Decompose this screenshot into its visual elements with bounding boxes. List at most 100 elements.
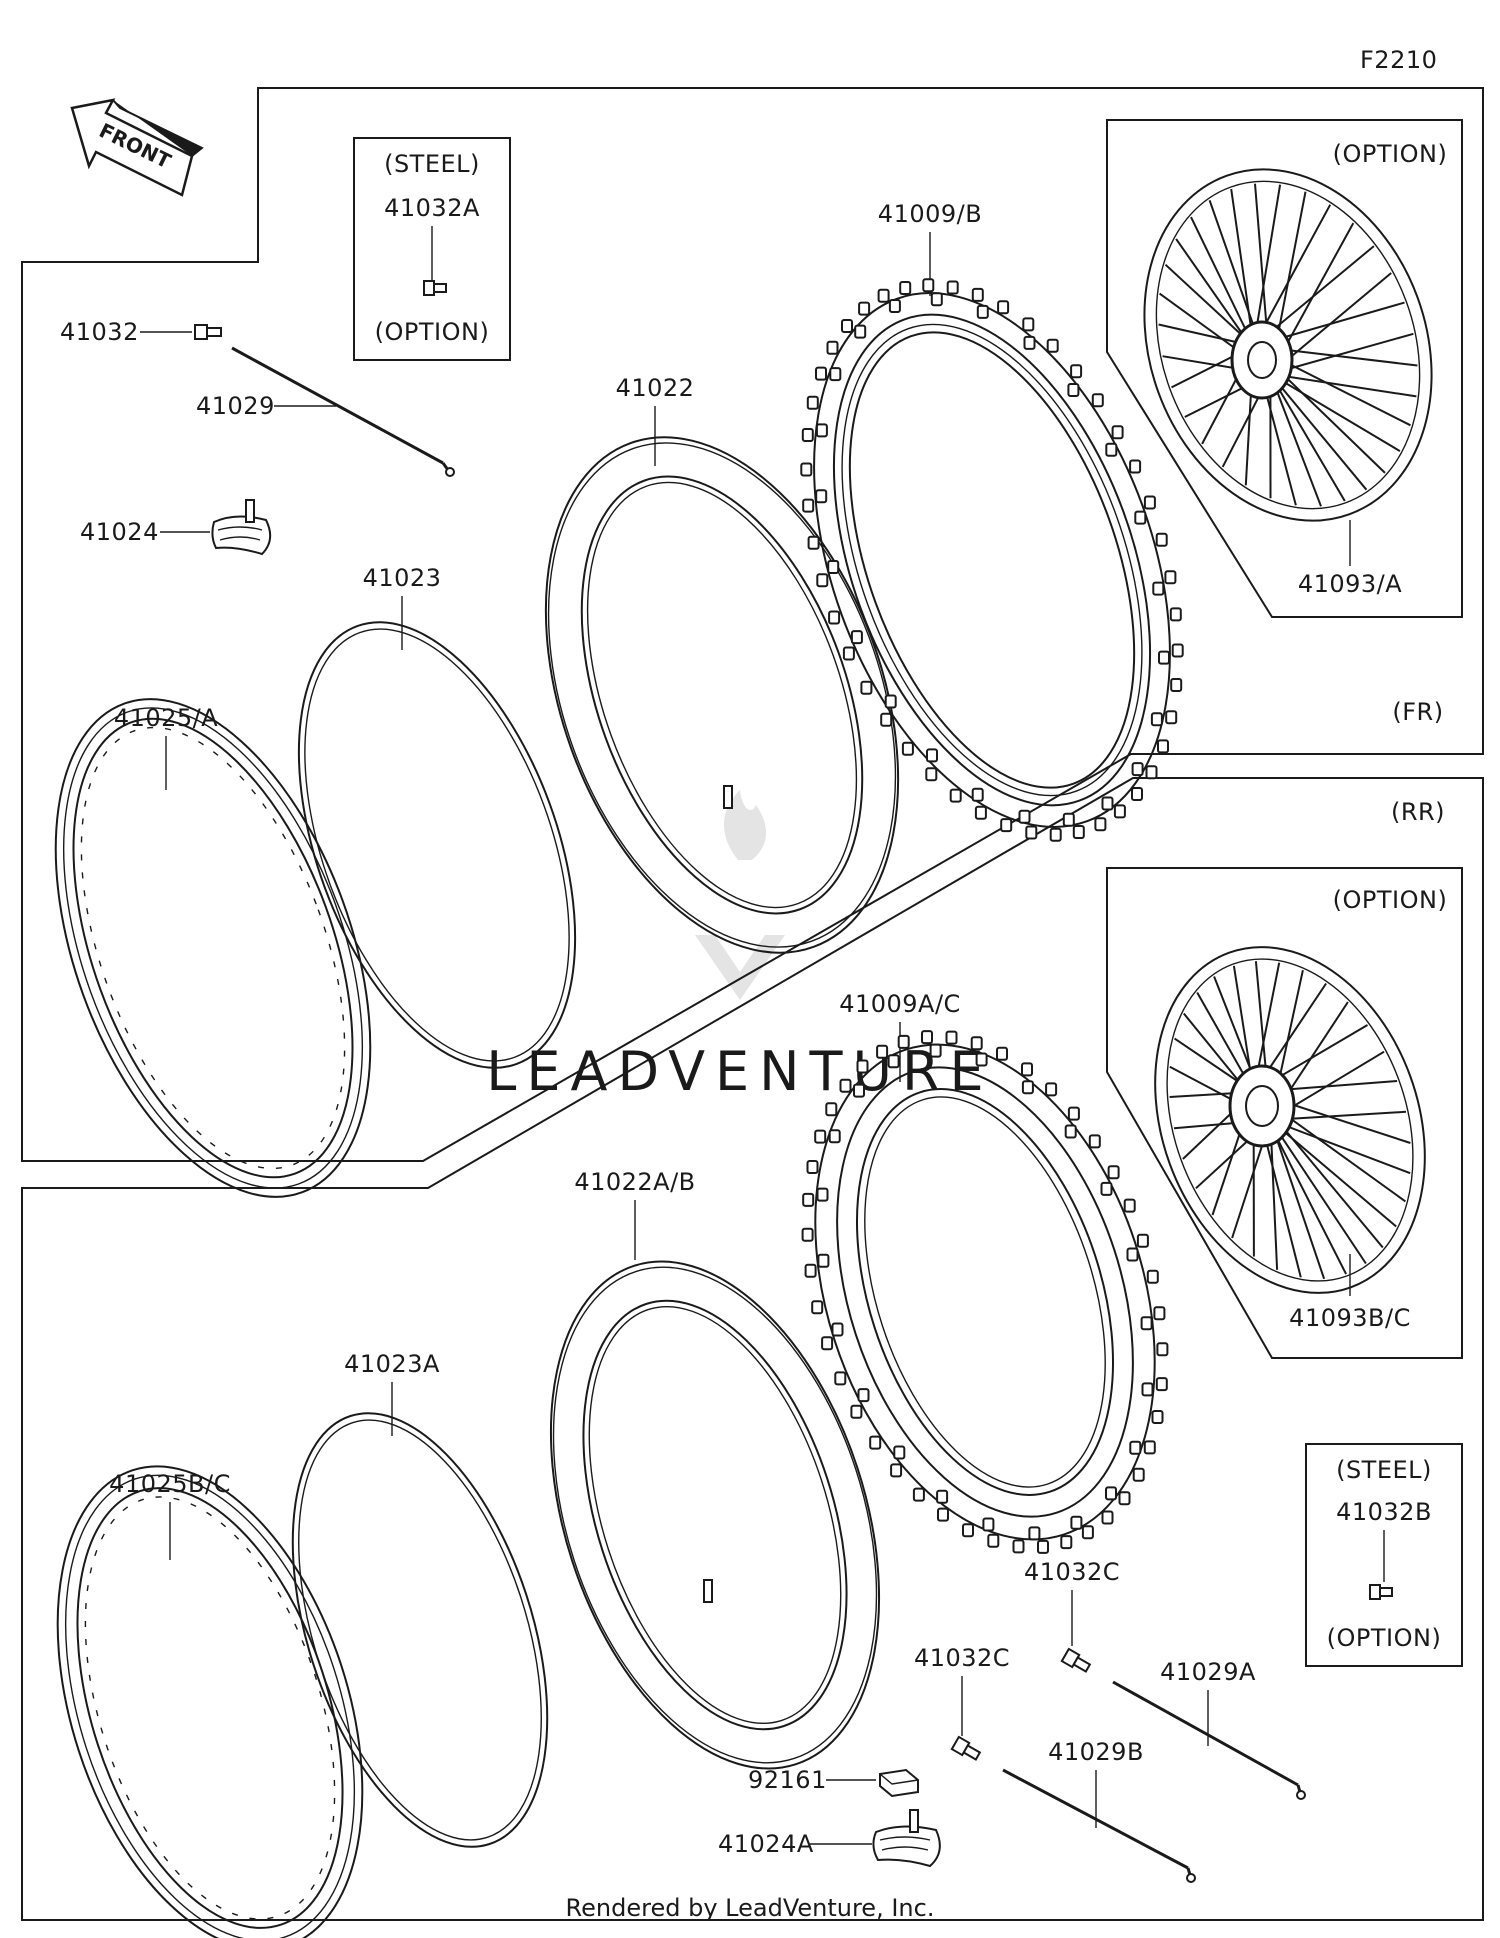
tread-block <box>817 1253 830 1268</box>
part-label-41024: 41024 <box>80 518 159 546</box>
spoke-nipple-icon <box>950 1735 982 1761</box>
tread-block <box>860 680 873 695</box>
tread-block <box>1136 1233 1149 1248</box>
tread-block <box>815 423 828 438</box>
part-label-92161: 92161 <box>748 1766 827 1794</box>
spoke-line <box>1269 373 1368 491</box>
tread-block <box>888 299 901 313</box>
tread-block <box>996 1046 1008 1061</box>
rim-tape-icon <box>297 621 577 1069</box>
tread-block <box>976 304 989 319</box>
part-label-41009AC: 41009A/C <box>839 990 961 1018</box>
rim-lock-icon <box>211 499 272 556</box>
valve-nipple-icon <box>1369 1584 1393 1600</box>
part-label-41032C-upper: 41032C <box>1024 1558 1120 1586</box>
tread-block <box>816 573 829 588</box>
tread-block <box>974 805 987 820</box>
tread-block <box>1153 1306 1166 1321</box>
tread-block <box>1094 817 1107 832</box>
tread-block <box>962 1523 974 1538</box>
tread-block <box>827 560 840 574</box>
tread-block <box>1070 1515 1083 1530</box>
spoke-line <box>1190 216 1255 347</box>
part-label-41009B: 41009/B <box>878 200 982 228</box>
part-label-41032A: 41032A <box>384 194 480 222</box>
tread-block <box>1000 818 1013 833</box>
tread-block <box>946 280 959 295</box>
tread-block <box>869 1435 882 1450</box>
tread-block <box>1101 1510 1114 1525</box>
tread-block <box>982 1517 995 1532</box>
spoke-line <box>1252 184 1282 347</box>
tread-block <box>1062 812 1075 827</box>
tread-block <box>1158 650 1170 665</box>
inset-steel-label: (STEEL) <box>384 150 480 178</box>
tread-block <box>804 1263 817 1278</box>
tread-block <box>814 1129 827 1144</box>
tread-block <box>922 278 935 293</box>
part-label-41023: 41023 <box>363 564 442 592</box>
tread-block <box>1141 1382 1154 1397</box>
tread-block <box>1113 804 1126 819</box>
spoke-line <box>1269 373 1322 507</box>
spoke-icon <box>1002 1768 1196 1883</box>
tube-valve-icon <box>703 1579 713 1603</box>
inner-tube-icon <box>544 436 900 954</box>
tread-block <box>811 1300 824 1315</box>
tread-block <box>828 1129 841 1144</box>
spoke-nipple-icon <box>1060 1647 1092 1673</box>
steel-valve-inset-front: (STEEL) 41032A (OPTION) <box>353 137 511 361</box>
tread-block <box>901 741 914 756</box>
spoke-icon <box>231 346 455 477</box>
tread-block <box>1165 710 1178 725</box>
tread-block <box>912 1487 925 1502</box>
rim-lock-icon <box>872 1809 941 1868</box>
spoke-nipple-icon <box>194 324 222 340</box>
tread-block <box>1143 1440 1156 1455</box>
valve-nipple-icon <box>423 280 447 296</box>
spoke-line <box>1230 188 1255 347</box>
tread-block <box>921 1030 933 1045</box>
tread-block <box>1018 809 1031 824</box>
tread-block <box>1164 570 1177 585</box>
tread-block <box>1045 1082 1058 1097</box>
tread-block <box>1064 1124 1077 1139</box>
tread-block <box>1145 765 1158 780</box>
tread-block <box>1126 1247 1139 1262</box>
tread-block <box>1012 1539 1025 1554</box>
tread-block <box>1022 317 1035 332</box>
tread-block <box>1152 581 1165 596</box>
front-tire-icon <box>800 278 1184 842</box>
rear-wheel-option-inset: (OPTION) 41093B/C <box>1106 867 1463 1359</box>
part-label-41032C-lower: 41032C <box>914 1644 1010 1672</box>
tread-block <box>1105 442 1118 457</box>
tread-block <box>801 428 814 442</box>
tread-block <box>1021 1080 1034 1095</box>
tread-block <box>1105 1486 1117 1501</box>
tread-block <box>925 767 938 782</box>
tread-block <box>858 301 871 316</box>
tread-block <box>1156 1342 1169 1357</box>
rim-icon <box>54 698 372 1198</box>
tread-block <box>1111 425 1124 440</box>
tread-block <box>1037 1539 1049 1554</box>
part-label-41023A: 41023A <box>344 1350 440 1378</box>
part-label-41032B: 41032B <box>1336 1498 1432 1526</box>
tread-block <box>949 788 962 803</box>
steel-valve-inset-rear: (STEEL) 41032B (OPTION) <box>1305 1443 1463 1667</box>
part-label-41032: 41032 <box>60 318 139 346</box>
tread-block <box>887 1054 900 1069</box>
tread-block <box>850 630 863 645</box>
spoke-line <box>1269 1119 1326 1280</box>
tread-block <box>1081 1525 1094 1540</box>
tread-block <box>884 694 897 709</box>
spoke-icon <box>1112 1680 1306 1800</box>
tread-block <box>880 712 893 727</box>
tread-block <box>816 1187 829 1202</box>
tread-block <box>807 535 820 550</box>
tread-block <box>899 281 912 295</box>
spoke-line <box>1269 373 1401 452</box>
tread-block <box>970 1036 983 1051</box>
part-label-41024A: 41024A <box>718 1830 814 1858</box>
